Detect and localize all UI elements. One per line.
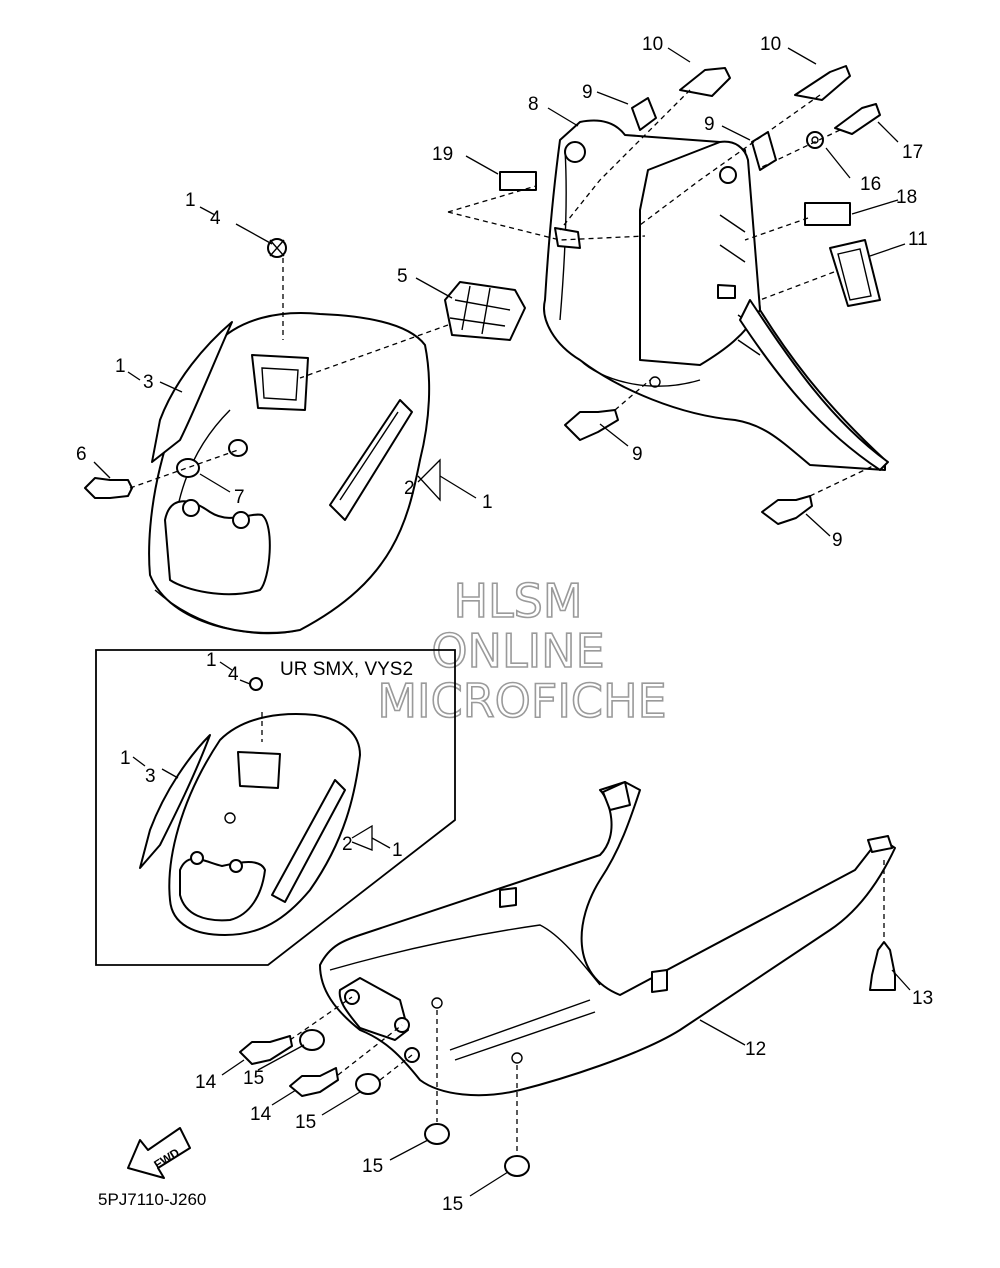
callout-9: 9 xyxy=(582,82,593,103)
fwd-arrow-icon: FWD xyxy=(127,1127,191,1179)
callout-11: 11 xyxy=(908,229,928,250)
callout-6: 6 xyxy=(76,444,87,465)
callout-1: 1 xyxy=(115,356,126,377)
callout-8: 8 xyxy=(528,94,539,115)
callout-2: 2 xyxy=(342,834,353,855)
callout-3: 3 xyxy=(145,766,156,787)
callout-12: 12 xyxy=(745,1039,766,1060)
callout-17: 17 xyxy=(902,142,923,163)
callout-10: 10 xyxy=(642,34,663,55)
callout-4: 4 xyxy=(210,208,221,229)
callout-1: 1 xyxy=(482,492,493,513)
callout-1: 1 xyxy=(392,840,403,861)
callout-1: 1 xyxy=(120,748,131,769)
leg-shield-part xyxy=(543,119,889,471)
watermark: HLSM ONLINE MICROFICHE xyxy=(377,573,668,729)
callout-9: 9 xyxy=(832,530,843,551)
front-cover-part xyxy=(148,312,431,635)
callout-19: 19 xyxy=(432,144,453,165)
callout-16: 16 xyxy=(860,174,881,195)
callout-9: 9 xyxy=(632,444,643,465)
inset-title: UR SMX, VYS2 xyxy=(280,659,413,680)
callout-5: 5 xyxy=(397,266,408,287)
callout-9: 9 xyxy=(704,114,715,135)
callout-7: 7 xyxy=(234,487,245,508)
callout-15: 15 xyxy=(362,1156,383,1177)
callout-1: 1 xyxy=(206,650,217,671)
footboard-part xyxy=(319,781,896,1097)
callout-15: 15 xyxy=(243,1068,264,1089)
leader-lines xyxy=(93,47,911,1197)
variant-inset: UR SMX, VYS2 xyxy=(95,649,456,966)
callout-15: 15 xyxy=(295,1112,316,1133)
callout-14: 14 xyxy=(250,1104,272,1125)
watermark-line-2: ONLINE xyxy=(431,624,604,678)
diagram-code: 5PJ7110-J260 xyxy=(98,1190,206,1209)
callout-2: 2 xyxy=(404,478,415,499)
small-parts xyxy=(84,65,896,1177)
watermark-line-1: HLSM xyxy=(453,574,582,628)
callout-4: 4 xyxy=(228,664,239,685)
callout-10: 10 xyxy=(760,34,781,55)
callout-3: 3 xyxy=(143,372,154,393)
callout-13: 13 xyxy=(912,988,933,1009)
callout-18: 18 xyxy=(896,187,917,208)
callout-14: 14 xyxy=(195,1072,217,1093)
callout-1: 1 xyxy=(185,190,196,211)
callout-15: 15 xyxy=(442,1194,463,1215)
watermark-line-3: MICROFICHE xyxy=(377,674,666,728)
callout-numbers: 10 10 9 8 9 19 17 16 18 11 1 4 5 1 3 6 7… xyxy=(76,34,933,1215)
